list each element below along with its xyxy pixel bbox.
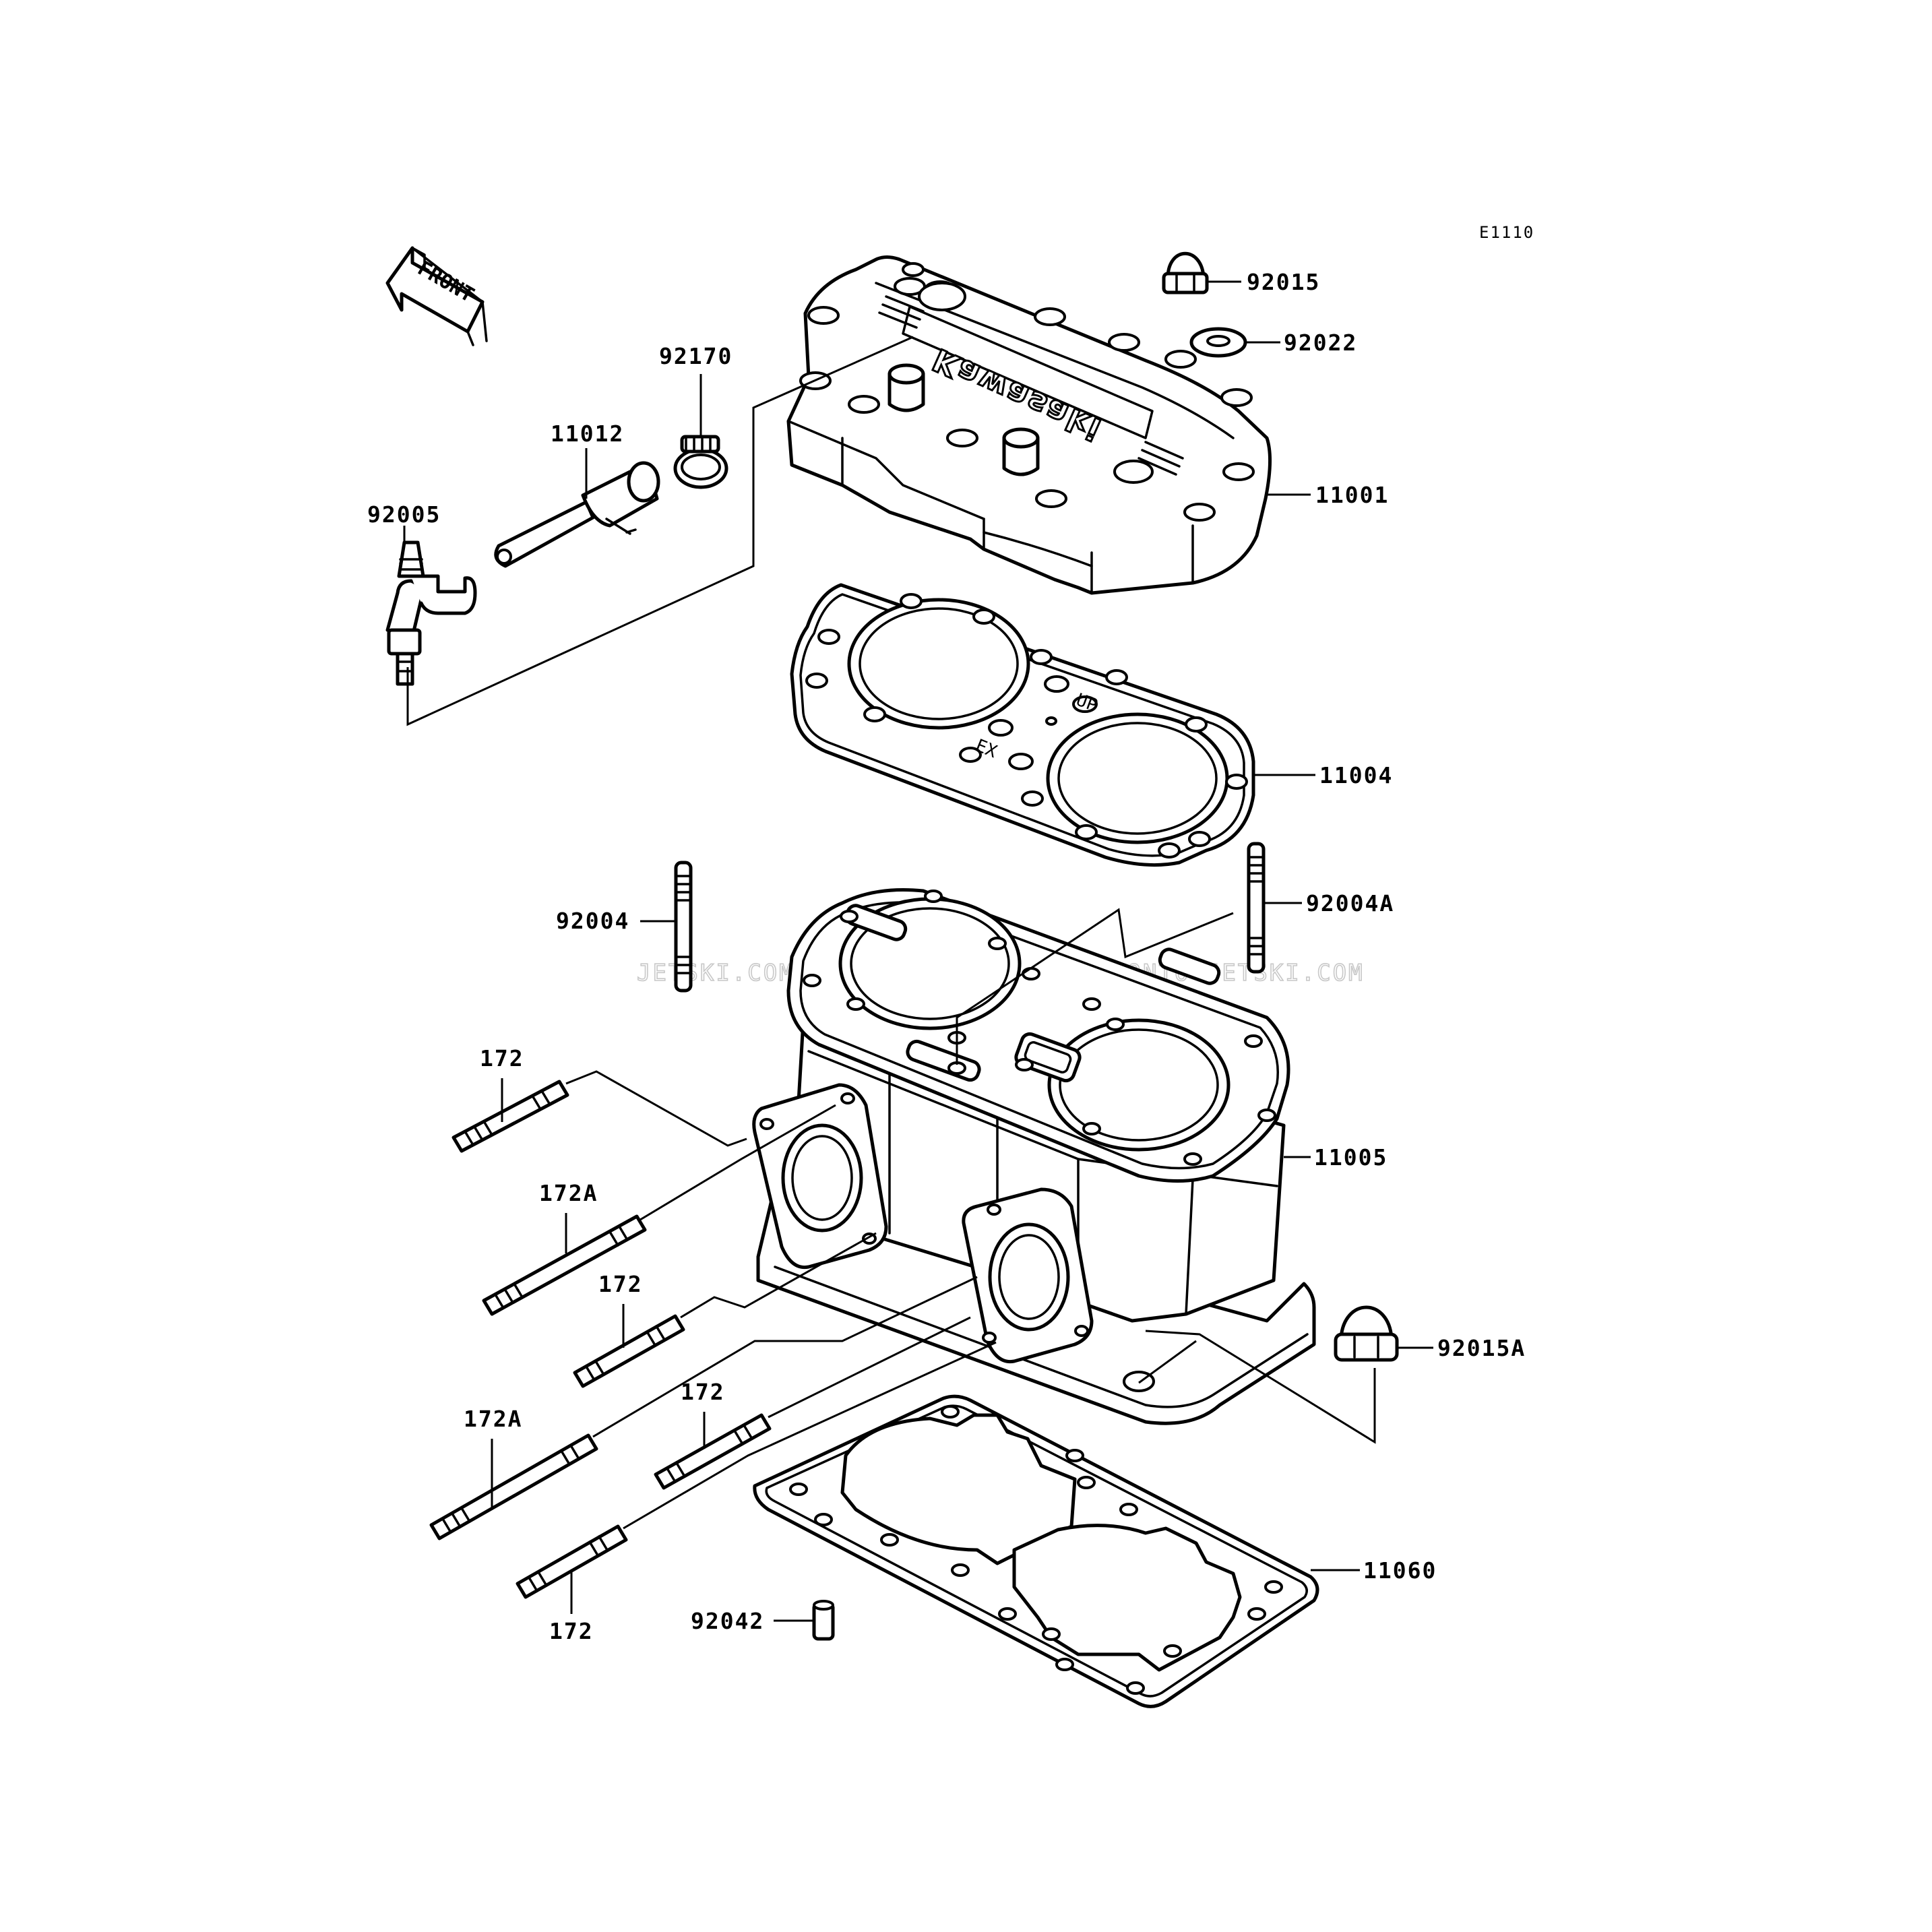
callout-92042: 92042 xyxy=(691,1608,764,1634)
callout-92004A: 92004A xyxy=(1306,890,1394,916)
callout-11005: 11005 xyxy=(1314,1144,1388,1171)
washer-92022 xyxy=(1189,327,1247,358)
dowel-pin-92042 xyxy=(812,1600,835,1641)
hose-clamp-92170 xyxy=(673,435,728,489)
callout-11060: 11060 xyxy=(1363,1557,1437,1584)
callout-172-b: 172 xyxy=(598,1271,643,1297)
cap-nut-92015 xyxy=(1162,251,1209,294)
stud-172A-b xyxy=(429,1433,598,1540)
callout-11001: 11001 xyxy=(1315,482,1389,508)
callout-92004: 92004 xyxy=(556,908,629,934)
callout-92015A: 92015A xyxy=(1437,1335,1526,1361)
head-gasket-11004: UP EX xyxy=(790,583,1255,867)
leader-lines xyxy=(403,280,1433,1622)
stud-172-d xyxy=(516,1524,628,1599)
callout-92170: 92170 xyxy=(659,343,733,369)
cap-nut-92015A xyxy=(1334,1305,1399,1362)
stud-92004A xyxy=(1247,842,1266,974)
callout-11012: 11012 xyxy=(551,420,624,447)
stud-92004 xyxy=(674,861,693,993)
cylinder-head-11001: Kawasaki xyxy=(786,255,1272,595)
callout-172A-b: 172A xyxy=(464,1406,522,1432)
stud-172-a xyxy=(451,1080,569,1153)
base-gasket-11060 xyxy=(753,1394,1319,1708)
callout-92005: 92005 xyxy=(367,501,441,528)
callout-172-a: 172 xyxy=(480,1045,524,1071)
front-arrow-icon: FRONT xyxy=(385,246,488,346)
callout-172-d: 172 xyxy=(549,1618,594,1644)
stud-172A-a xyxy=(482,1214,647,1316)
callout-92022: 92022 xyxy=(1284,330,1357,356)
callout-11004: 11004 xyxy=(1319,762,1393,788)
stud-172-c xyxy=(654,1413,772,1490)
stud-172-b xyxy=(573,1314,685,1388)
callout-172-c: 172 xyxy=(681,1379,725,1405)
elbow-fitting-92005 xyxy=(385,540,477,686)
callout-labels: 92015 92022 92170 11012 92005 11001 1100… xyxy=(367,269,1526,1644)
water-fitting-11012 xyxy=(494,461,660,568)
callout-172A-a: 172A xyxy=(539,1180,598,1206)
cylinder-block-11005 xyxy=(752,888,1316,1425)
diagram-code: E1110 xyxy=(1479,223,1534,242)
callout-92015: 92015 xyxy=(1247,269,1320,295)
